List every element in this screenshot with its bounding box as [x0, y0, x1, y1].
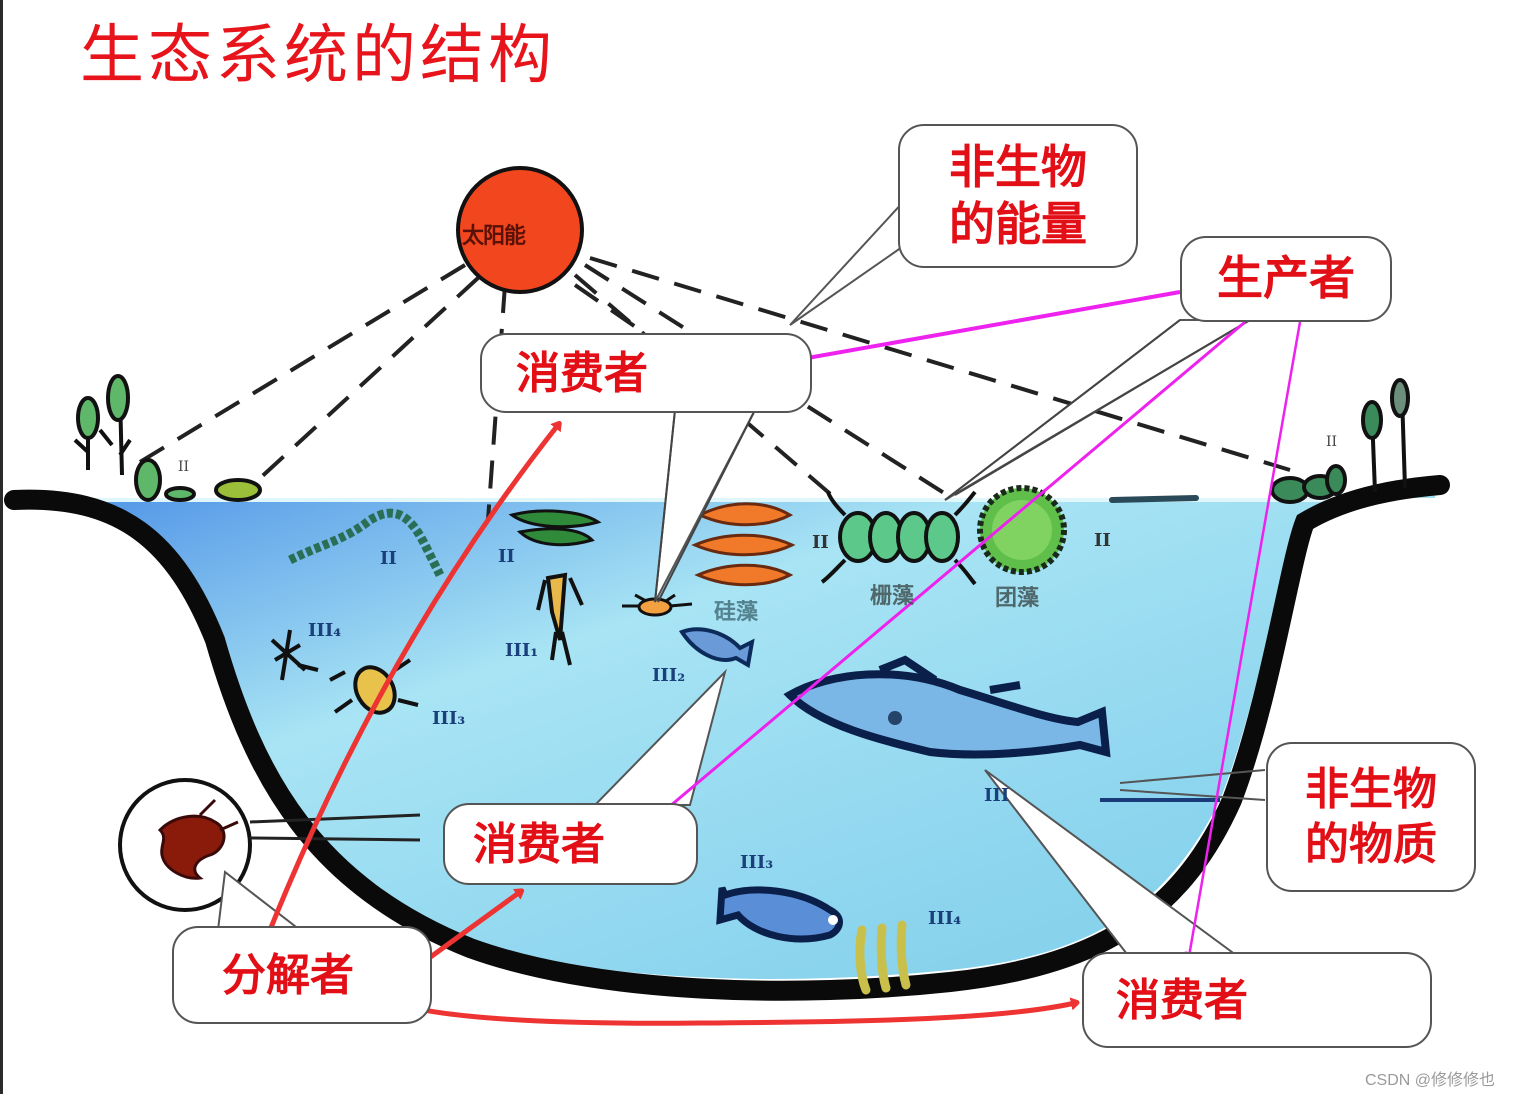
producer-bubble: 生产者	[1180, 236, 1392, 322]
water-insect-a-icon	[270, 629, 319, 681]
filamentous-alga-icon	[287, 508, 445, 578]
volvox-label: 团藻	[995, 586, 1040, 611]
producer-label: 生产者	[1217, 251, 1355, 306]
diatom-icon	[691, 502, 796, 587]
trophic-marker: II	[1326, 434, 1338, 450]
trophic-marker: III₃	[432, 708, 466, 729]
trophic-marker: II	[380, 548, 397, 569]
bottom-fish-icon	[716, 886, 843, 943]
bottom-worms-icon	[855, 920, 911, 995]
abiotic-matter-bubble: 非生物 的物质	[1266, 742, 1476, 892]
scenedesmus-label: 栅藻	[870, 584, 915, 609]
trophic-marker: III	[984, 785, 1010, 806]
consumer-top-label: 消费者	[516, 347, 648, 399]
trophic-marker: II	[812, 532, 829, 553]
trophic-marker: III₁	[505, 640, 539, 661]
abiotic-matter-label: 非生物 的物质	[1305, 764, 1437, 870]
decomposer-bubble: 分解者	[172, 926, 432, 1024]
right-shore-plants-icon	[1270, 378, 1410, 504]
rotifer-icon	[536, 572, 584, 666]
abiotic-energy-label: 非生物 的能量	[949, 139, 1087, 252]
decomposer-organism-icon	[157, 798, 239, 880]
small-alga-icon	[1109, 495, 1199, 503]
consumer-bottom-bubble: 消费者	[1082, 952, 1432, 1048]
trophic-marker: II	[1094, 530, 1111, 551]
diatom-label: 硅藻	[714, 600, 759, 625]
consumer-middle-label: 消费者	[473, 818, 605, 870]
scenedesmus-icon	[820, 490, 977, 586]
water-beetle-icon	[329, 658, 419, 715]
trophic-marker: III₄	[928, 908, 962, 929]
left-border	[0, 0, 3, 1094]
watermark: CSDN @修修修也	[1365, 1072, 1496, 1089]
large-fish-icon	[783, 655, 1111, 759]
trophic-marker: II	[498, 546, 515, 567]
consumer-top-bubble: 消费者	[480, 333, 812, 413]
sun-label: 太阳能	[462, 224, 526, 249]
abiotic-energy-bubble: 非生物 的能量	[898, 124, 1138, 268]
trophic-marker: III₄	[308, 620, 342, 641]
small-fish-icon	[678, 627, 755, 669]
diagram-title: 生态系统的结构	[80, 19, 556, 93]
green-alga-icon	[508, 509, 602, 547]
sun-icon	[456, 166, 584, 294]
consumer-middle-bubble: 消费者	[443, 803, 698, 885]
left-shore-plants-icon	[73, 374, 262, 502]
sun-rays	[133, 256, 1291, 521]
trophic-marker: II	[178, 459, 190, 475]
pond-outline	[4, 475, 1450, 1001]
decomposer-label: 分解者	[222, 949, 354, 1001]
trophic-marker: III₃	[740, 852, 774, 873]
consumer-bottom-label: 消费者	[1116, 974, 1248, 1026]
trophic-marker: III₂	[652, 665, 686, 686]
